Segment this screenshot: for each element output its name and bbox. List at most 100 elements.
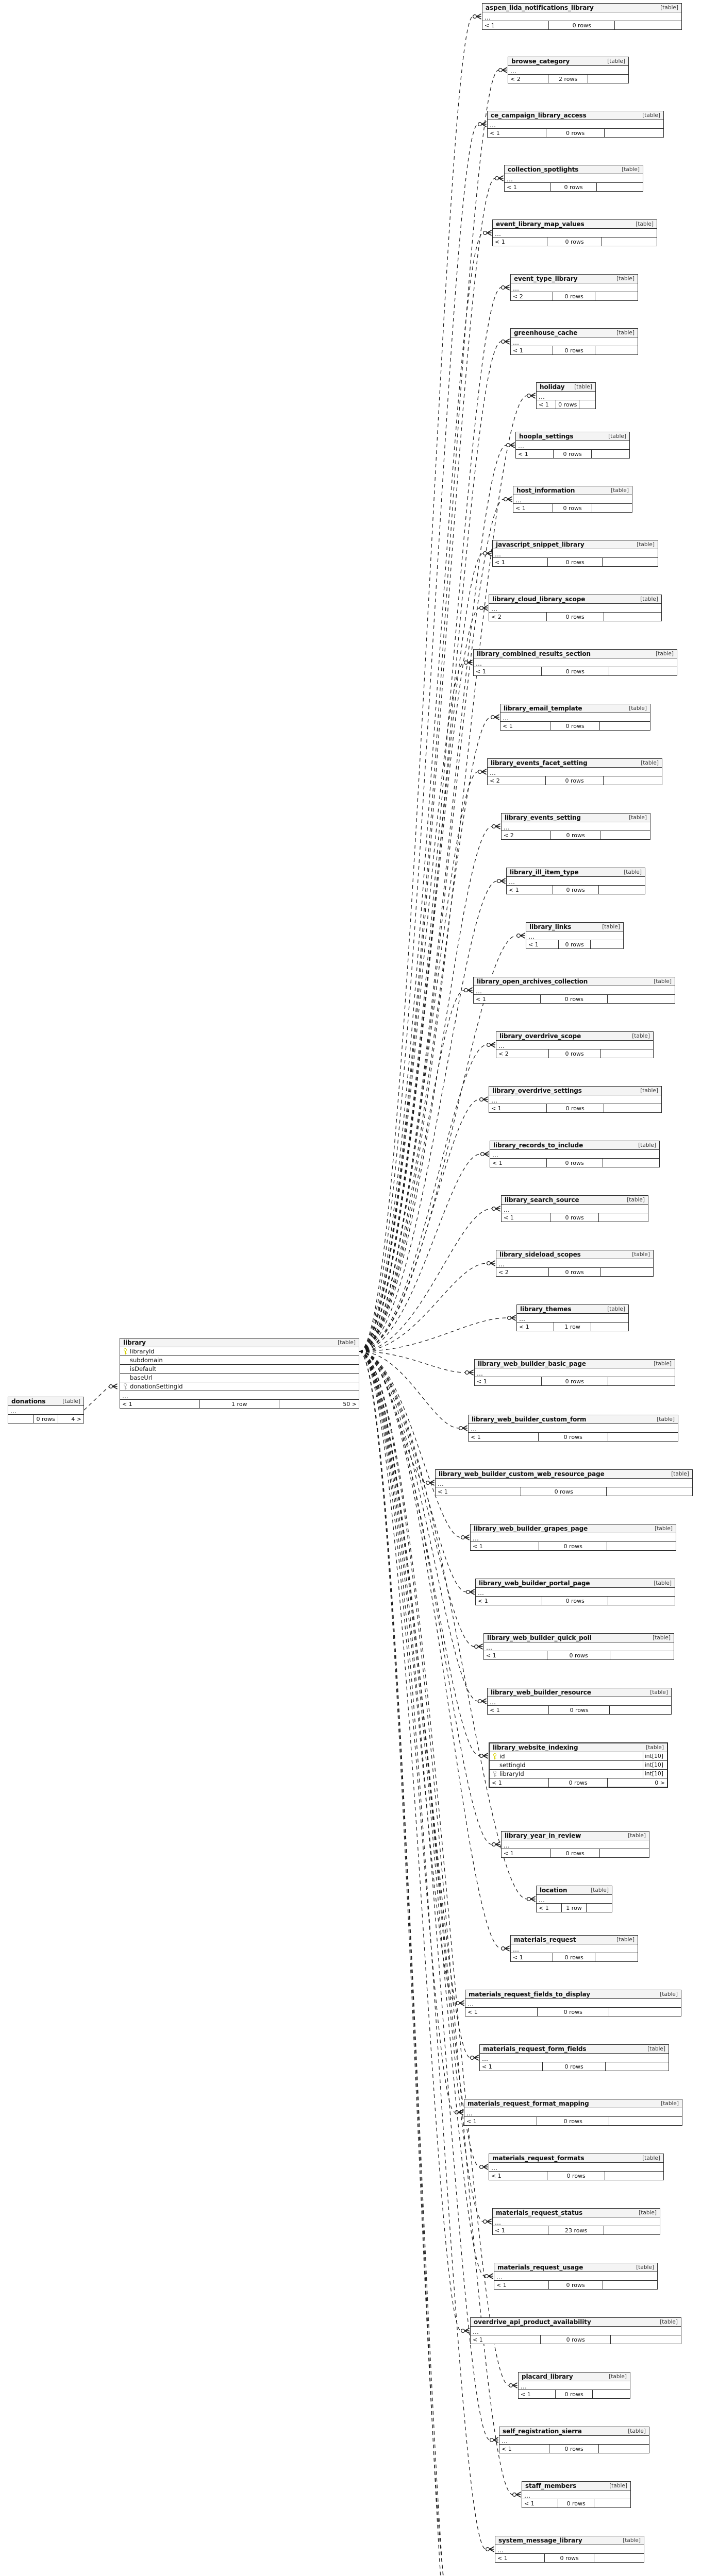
column-list: … bbox=[507, 877, 645, 886]
columns-collapsed-indicator: … bbox=[488, 768, 662, 776]
table-column: subdomain bbox=[120, 1356, 359, 1365]
table-header: aspen_lida_notifications_library[table] bbox=[482, 4, 681, 12]
ellipsis-label: … bbox=[476, 659, 482, 667]
table-node[interactable]: library_web_builder_portal_page[table]…<… bbox=[475, 1579, 675, 1605]
table-node[interactable]: library_web_builder_quick_poll[table]…< … bbox=[483, 1633, 674, 1660]
table-name: hoopla_settings bbox=[519, 432, 574, 440]
parent-count: < 1 bbox=[511, 1953, 554, 1961]
row-count: 0 rows bbox=[551, 1849, 600, 1857]
parent-count: < 1 bbox=[537, 400, 557, 409]
table-name: library_year_in_review bbox=[505, 1832, 581, 1839]
row-count: 23 rows bbox=[548, 2226, 605, 2234]
columns-collapsed-indicator: … bbox=[482, 12, 681, 21]
column-list: … bbox=[502, 822, 650, 831]
columns-collapsed-indicator: … bbox=[502, 1840, 649, 1849]
ellipsis-label: … bbox=[478, 1589, 484, 1597]
column-list: … bbox=[522, 2490, 630, 2499]
column-list: … bbox=[517, 1314, 628, 1323]
parent-count: < 1 bbox=[484, 1651, 547, 1659]
table-name: library_themes bbox=[520, 1305, 572, 1313]
table-node[interactable]: library_web_builder_custom_form[table]…<… bbox=[468, 1415, 678, 1442]
table-node[interactable]: overdrive_api_product_availability[table… bbox=[470, 2317, 681, 2344]
table-name: library_records_to_include bbox=[493, 1141, 583, 1149]
table-type-tag: [table] bbox=[609, 2482, 627, 2489]
table-type-tag: [table] bbox=[646, 1744, 664, 1751]
table-header: library_ill_item_type[table] bbox=[507, 868, 645, 877]
column-list: … bbox=[511, 283, 638, 292]
ellipsis-label: … bbox=[10, 1407, 16, 1415]
table-node[interactable]: library_open_archives_collection[table]…… bbox=[473, 977, 675, 1004]
table-node[interactable]: aspen_lida_notifications_library[table]…… bbox=[482, 3, 682, 30]
parent-count: < 1 bbox=[488, 1706, 549, 1714]
row-count: 0 rows bbox=[553, 1953, 596, 1961]
ellipsis-label: … bbox=[485, 13, 491, 21]
table-node[interactable]: materials_request_form_fields[table]…< 1… bbox=[479, 2044, 669, 2071]
table-node[interactable]: library_web_builder_grapes_page[table]…<… bbox=[470, 1524, 676, 1551]
table-node[interactable]: materials_request_format_mapping[table]…… bbox=[464, 2099, 682, 2126]
child-count bbox=[597, 183, 643, 191]
ellipsis-label: … bbox=[492, 1151, 498, 1159]
table-node[interactable]: library_web_builder_basic_page[table]…< … bbox=[474, 1359, 675, 1386]
parent-count: < 2 bbox=[488, 776, 546, 785]
columns-collapsed-indicator: … bbox=[507, 877, 645, 886]
child-count bbox=[605, 2172, 663, 2180]
column-name: libraryId bbox=[130, 1348, 155, 1355]
row-count: 0 rows bbox=[547, 613, 604, 621]
column-list: … bbox=[474, 986, 675, 995]
table-node[interactable]: library_combined_results_section[table]…… bbox=[473, 649, 677, 676]
columns-collapsed-indicator: … bbox=[475, 1368, 675, 1377]
child-count bbox=[609, 2008, 681, 2016]
columns-collapsed-indicator: … bbox=[484, 1642, 674, 1651]
table-type-tag: [table] bbox=[647, 2045, 665, 2052]
table-node[interactable]: library_web_builder_custom_web_resource_… bbox=[435, 1469, 693, 1496]
table-name: library_web_builder_resource bbox=[491, 1688, 591, 1696]
child-count bbox=[592, 504, 632, 512]
table-type-tag: [table] bbox=[616, 1936, 634, 1943]
table-node[interactable]: materials_request_fields_to_display[tabl… bbox=[465, 1990, 681, 2016]
ellipsis-label: … bbox=[491, 605, 497, 613]
